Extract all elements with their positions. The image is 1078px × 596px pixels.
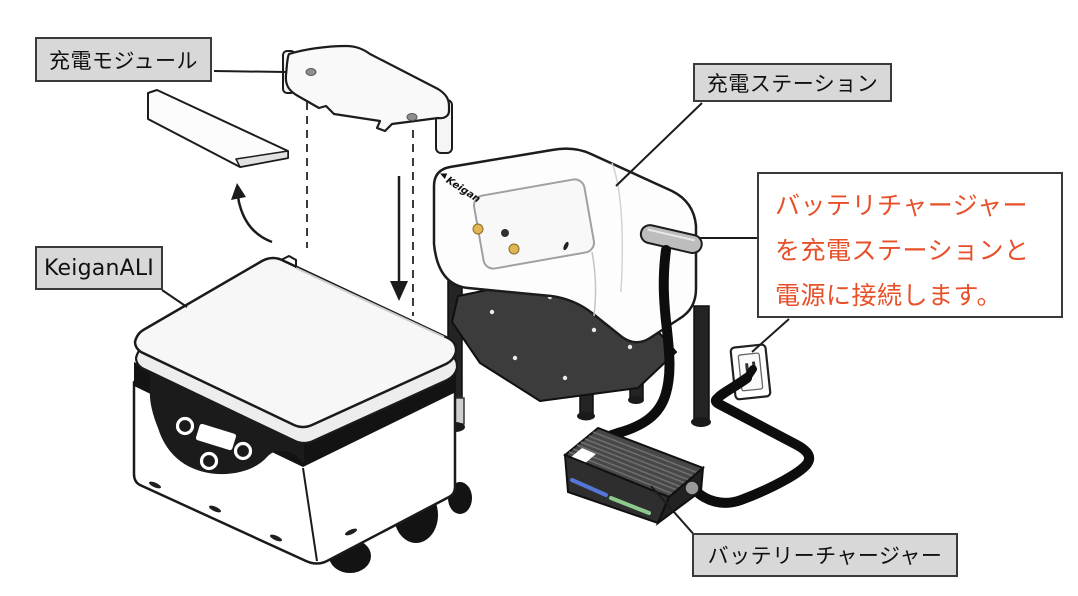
label-keiganali: KeiganALI bbox=[35, 246, 163, 290]
label-charging-station: 充電ステーション bbox=[693, 63, 892, 102]
label-battery-charger-text: バッテリーチャージャー bbox=[707, 544, 943, 568]
label-charging-module-text: 充電モジュール bbox=[48, 48, 199, 73]
battery-charger bbox=[563, 426, 705, 526]
charge-contact bbox=[508, 243, 520, 255]
label-keiganali-text: KeiganALI bbox=[44, 255, 154, 281]
callout-line-2: を充電ステーションと bbox=[775, 236, 1030, 265]
charger-blue-stripe bbox=[570, 478, 608, 497]
callout-note: バッテリチャージャー を充電ステーションと 電源に接続します。 bbox=[757, 172, 1063, 318]
robot-vent-slots bbox=[148, 481, 358, 542]
callout-line-1: バッテリチャージャー bbox=[775, 191, 1029, 220]
robot-sensors bbox=[175, 416, 253, 471]
leader-keiganali bbox=[161, 289, 188, 308]
robot-keiganali bbox=[132, 254, 472, 573]
label-charging-module: 充電モジュール bbox=[35, 37, 212, 82]
robot-top-plate bbox=[133, 256, 458, 429]
charge-contact bbox=[472, 223, 484, 235]
leader-callout-outlet bbox=[751, 318, 790, 353]
module-screw-hole bbox=[406, 113, 418, 121]
charger-cable-ring bbox=[684, 480, 700, 496]
module-screw-hole bbox=[305, 68, 317, 76]
leader-charging-station bbox=[615, 102, 703, 187]
panel-sensor-dot bbox=[501, 229, 509, 237]
curved-arrow bbox=[231, 183, 273, 244]
leader-lines bbox=[161, 70, 790, 539]
robot-sensor-panel bbox=[149, 372, 304, 475]
mounting-guides bbox=[306, 102, 414, 316]
station-feet bbox=[445, 396, 711, 432]
leader-battery-charger bbox=[650, 485, 698, 539]
top-plate-notch bbox=[280, 254, 297, 268]
label-charging-station-text: 充電ステーション bbox=[706, 71, 879, 96]
cover-plate bbox=[147, 89, 289, 168]
label-battery-charger: バッテリーチャージャー bbox=[692, 533, 958, 577]
down-arrow-head bbox=[390, 281, 408, 301]
charging-module-part bbox=[282, 44, 453, 154]
callout-line-3: 電源に接続します。 bbox=[775, 281, 1003, 310]
charging-station: Keigan bbox=[432, 147, 711, 432]
charger-outlet-cable bbox=[684, 365, 815, 508]
outlet-slot bbox=[745, 363, 749, 372]
leader-charging-module bbox=[213, 70, 287, 73]
charger-green-stripe bbox=[609, 496, 651, 515]
robot-display bbox=[195, 423, 237, 451]
